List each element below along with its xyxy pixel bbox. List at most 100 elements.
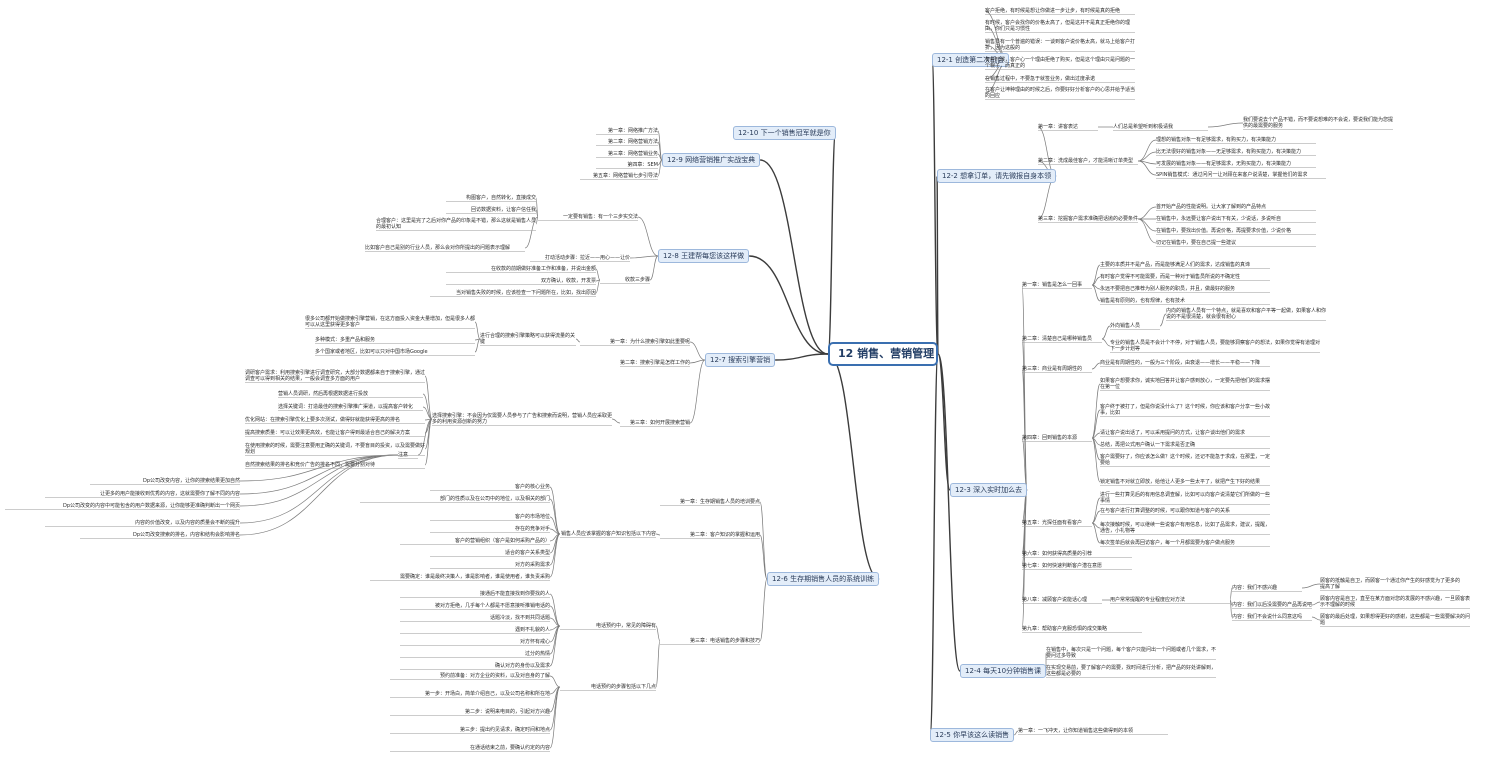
b3-c1-1: 主要的本质并不是产品，而是能够满足人们的需求，达成销售的真谛 bbox=[1100, 262, 1251, 268]
branch-12-5[interactable]: 12-5 你早该这么读销售 bbox=[930, 728, 1015, 742]
leaf-12-1-3: 销售员有一个普遍的错误：一谈到客户说价格太高，就马上给客户打折，因为这般的 bbox=[985, 39, 1136, 51]
leaf-12-1-6: 在客户让坤种理由的时候之后，你要好好分析客户的心思并给予适当的回应 bbox=[985, 87, 1136, 99]
b3-c1-2: 有时客户觉得不可能需要，而是一种对于销售员所说的不确定性 bbox=[1100, 274, 1241, 280]
b7-p1: 第一章：为什么搜索引擎如此重要呢 bbox=[609, 339, 690, 345]
b2-ch2-1: 理想的销售对象一有足够需求，有购买力，有决策能力 bbox=[1156, 137, 1277, 143]
b8-p1-4: 比如客户自己是别的行业人员，那么会对你所提出的问题表示理解 bbox=[365, 245, 511, 251]
b3-c8-3: 内容：我们不会说什么同意这吗 bbox=[1232, 614, 1303, 620]
b9-item-2: 第二章：网络营销方法 bbox=[607, 139, 658, 145]
b9-item-3: 第三章：网络营销业务 bbox=[607, 151, 658, 157]
b7-p3: 第三章：如何开展搜索营销 bbox=[629, 420, 690, 426]
b6-q2-5: 客户的营销组织（客户是如何采购产品的） bbox=[454, 538, 550, 544]
b7-p1-1: 很多公司都开始做搜索引擎营销，在这方面投入资金大量增加，但是很多人都可以从这里获… bbox=[305, 316, 476, 328]
b8-p3-2: 双方确认，收款，开发票 bbox=[540, 278, 596, 284]
b6-q2-b: 需要确定：谁是最终决策人，谁是影响者，谁是使用者，谁负责采购 bbox=[399, 574, 550, 580]
b2-ch2-extra: SPIN销售模式：通过问问一让对顾在来客户说清楚，掌握他们的需求 bbox=[1156, 172, 1308, 178]
b6-q3-7: 确认对方的身份以及需求 bbox=[494, 663, 550, 669]
b6-q3-5: 对方怀有戒心 bbox=[519, 639, 550, 645]
b9-item-1: 第一章：网络推广方法 bbox=[607, 128, 658, 134]
b3-chapter-5: 第五章：光探任面有看客户 bbox=[1022, 520, 1083, 526]
b3-c4-5: 客户需要好了，你应该怎么做？这个时候，还记不能急于求成，在那里，一定要给 bbox=[1100, 454, 1271, 466]
b2-ch3-3: 在销售中，要找出价值。再说价格，再提要求价值，少说价格 bbox=[1156, 228, 1292, 234]
b3-c8-r1: 顾客的抵触是自卫，而顾客一个通过你产生的好感觉为了更多的提高了解 bbox=[1320, 578, 1461, 590]
b8-p1: 一定要有销售：有一个三步实交法 bbox=[562, 214, 638, 220]
b7-note-2: 让更多的用户能接收到优秀的内容，这就需要你了解不同的内容 bbox=[99, 491, 240, 497]
b4-item-2: 在实现交易前，要了解客户的需要，找时间进行分析，把产品的好处讲解到，这些都是必要… bbox=[1046, 665, 1217, 677]
b3-c4-3: 请让客户说出话了，可以采用提问的方式，让客户谈出他们的需求 bbox=[1100, 430, 1246, 436]
branch-12-3[interactable]: 12-3 深入实时加么去 bbox=[950, 483, 1028, 497]
b8-p1-2: 回访数据资料，让客户信任我 bbox=[470, 207, 536, 213]
branch-12-10[interactable]: 12-10 下一个销售冠军就是你 bbox=[733, 126, 836, 140]
branch-12-7[interactable]: 12-7 搜索引擎营销 bbox=[705, 353, 776, 367]
b6-q3b-2: 第一步：开场白，简单介绍自己，以及公司名称和所在地 bbox=[424, 691, 550, 697]
branch-12-8[interactable]: 12-8 王建帮每您该这样做 bbox=[658, 249, 750, 263]
b3-c2-b: 内向的销售人员有一个特点，就是喜欢和客户平等一起做，如果客人和你说的不是很清楚，… bbox=[1166, 308, 1327, 320]
b2-ch3-4: 切记在销售中，要在自己提一些建议 bbox=[1156, 240, 1237, 246]
b6-q2-1: 客户的核心业务 bbox=[514, 484, 550, 490]
b6-q3: 第三章：电话销售的步骤和技巧 bbox=[689, 638, 760, 644]
b7-p3a: 选择搜索引擎：不会因为仅需要人员参与了广告和搜索而说明，营销人员应采取更多的利用… bbox=[432, 413, 613, 425]
b7-p3-7: 自然搜索结果的排名和竞价广告的排名不同，需要分别对待 bbox=[245, 462, 376, 468]
b7-p1-3: 多个国家或者地区，比如可以只对中国市场Google bbox=[315, 349, 428, 355]
b7-note-3: Dp公司改变的内容中可能包含的用户数据来源，让你能够更准确判断出一个网页 bbox=[62, 503, 240, 509]
b3-c5-1: 进行一些打算见后的有用信息调查解，比如可以向客户说清楚它们所做的一些事情 bbox=[1100, 492, 1271, 504]
b3-c8-2: 内容：我们以后没需要的产品再说吧 bbox=[1232, 602, 1313, 608]
b3-c8-1: 内容：我们不感兴趣 bbox=[1232, 585, 1278, 591]
b3-chapter-4: 第四章：回到销售的本源 bbox=[1022, 435, 1078, 441]
b8-p3: 收款三步骤 bbox=[624, 277, 650, 283]
b3-chapter-9: 第九章：帮助客户克服恐惧的成交策略 bbox=[1022, 626, 1108, 632]
b7-p2: 第二章：搜索引擎是怎样工作的 bbox=[620, 360, 691, 366]
b7-p3-note: 注意 bbox=[398, 452, 409, 458]
b6-q1: 第一章：生存期销售人员的培训要点 bbox=[679, 499, 760, 505]
b7-p3-3: 选择关键词：打造最佳的搜索引擎推广渠道，以提高客户转化 bbox=[278, 404, 414, 410]
b6-q3b-5: 在通话结束之前，要确认约定的内容 bbox=[469, 745, 550, 751]
b9-item-4: 第四章：SEM bbox=[627, 162, 658, 168]
b3-c8-a: 用户常常提醒的专业程度应对方法 bbox=[1110, 597, 1186, 603]
leaf-12-1-2: 有时候，客户会找你的价格太高了，但是这并不是真正拒绝你的理由，你们只是习惯性 bbox=[985, 20, 1131, 32]
leaf-12-1-1: 客户拒绝，有时候是想让你做进一步让步，有时候是真的拒绝 bbox=[985, 8, 1121, 14]
b6-q3b-3: 第二步：说明来电目的，引起对方兴趣 bbox=[464, 709, 550, 715]
b3-c5-4: 每次签单后就会再回访客户，每一个月都需要为客户做点服务 bbox=[1100, 540, 1236, 546]
b3-chapter-6: 第六章：如何获得高质量的引荐 bbox=[1022, 551, 1093, 557]
b3-chapter-2: 第二章：清楚自己是哪种销售员 bbox=[1022, 336, 1093, 342]
b8-p1-1: 构图客户，自然转化，直接成交 bbox=[465, 195, 536, 201]
b6-q2-4: 存在的竞争对手 bbox=[514, 526, 550, 532]
b7-note-1: Dp公司改变内容，让你的搜索结果更加自然 bbox=[142, 478, 240, 484]
branch-12-9[interactable]: 12-9 网络营销推广实战宝典 bbox=[662, 153, 761, 167]
b8-p3-3: 当对销售失败的时候，应该检查一下问题所在，比如，找出原因 bbox=[455, 290, 596, 296]
b2-ch1-b: 我们要说去个产品不错，而不要说想难的不会说，要说我们能为您提供的最需要的服务 bbox=[1243, 117, 1394, 129]
b7-note-4: 内容的价值改变，以及内容的质量会不断的提升 bbox=[134, 520, 240, 526]
b3-c1-4: 销售是有原则的，也有规律，也有技术 bbox=[1100, 298, 1186, 304]
b4-item-1: 在销售中，每次只是一个问题，每个客户只能问出一个问题或者几个需求，不要问过多导致 bbox=[1046, 647, 1217, 659]
b3-c1-3: 永远不要把自己推荐为别人服务的职员，并且，做最好的服务 bbox=[1100, 286, 1236, 292]
branch-12-2[interactable]: 12-2 想拿订单，请先微报自身本领 bbox=[937, 169, 1057, 183]
central-topic[interactable]: 12 销售、营销管理 bbox=[828, 342, 938, 366]
b3-c4-4: 总结，再把公式用户确认一下需求是否正确 bbox=[1100, 442, 1196, 448]
b7-p1-2: 多种模式：多重产品和服务 bbox=[315, 337, 376, 343]
branch-12-6[interactable]: 12-6 生存期销售人员的系统训练 bbox=[767, 572, 880, 586]
b3-c8-r2: 顾客内容是自卫，直至在某方面对您的发展的不感兴趣，一旦顾客表示不理解的时候 bbox=[1320, 596, 1471, 608]
leaf-12-1-4: 有些时候，客户心一个理由拒绝了购买，但是这个理由只是问题的一个幌子，而真正的 bbox=[985, 57, 1136, 69]
b8-p3-1: 在收款的前期做好准备工作和准备，并说出金额 bbox=[490, 266, 596, 272]
b6-q3b: 电话预约的步骤包括以下几点 bbox=[590, 684, 656, 690]
b7-p1a: 进行合理的搜索引擎策略可以获得流量的关键 bbox=[480, 333, 576, 345]
b7-p3-2: 营销人员调研，然后再根据数据进行投放 bbox=[278, 391, 369, 397]
b6-q3-3: 话题冷淡，找不到共同话题 bbox=[489, 615, 550, 621]
b5-chapter-1: 第一章：一飞冲天，让你知道销售这些做得到的本领 bbox=[1018, 728, 1134, 734]
b6-q2-3: 客户的市场地位 bbox=[514, 514, 550, 520]
b6-q3b-4: 第三步：提出约见请求，确定时间和地点 bbox=[459, 727, 550, 733]
b2-ch3-2: 在销售中，永远要让客户说出下有关，少说话，多说听自 bbox=[1156, 216, 1282, 222]
b2-chapter-2: 第二章：洗成最佳客户，才能清晰订单类型 bbox=[1038, 158, 1134, 164]
b3-c2-c: 专业的销售人员是不会计个不停，对于销售人员，要能够洞察客户的想法，如果你觉得有道… bbox=[1110, 340, 1321, 352]
branch-12-4[interactable]: 12-4 每天10分钟销售课 bbox=[960, 664, 1047, 678]
branch-12-1[interactable]: 12-1 创造第二次机会 bbox=[932, 53, 1010, 67]
b6-q2-2: 部门的性质以及在公司中的地位，以及相关的部门 bbox=[439, 496, 550, 502]
b2-ch1-a: 人们总是希望听到积极请我 bbox=[1113, 124, 1174, 130]
b3-c5-2: 在与客户进行打算调整的时候，可以跟你知道与客户的关系 bbox=[1100, 508, 1231, 514]
b3-c5-3: 每次接触时候，可以继续一些说客户有用信息，比如了品需求，建议，提醒，通告，小礼物… bbox=[1100, 522, 1271, 534]
b3-c4-2: 客户终于被打了，但是你说没什么了？这个时候，你应该和客户分享一些小故事，比如 bbox=[1100, 404, 1271, 416]
b3-c8-r3: 顾客的最后处理，如果想得更好的感谢，这些都是一些需要解决的问题 bbox=[1320, 614, 1471, 626]
leaf-12-1-5: 在销售过程中，不要急于就签业务，做出过度承诺 bbox=[985, 76, 1096, 82]
b8-p1-3: 合理客户：这里是完了之后对你产品的印象是不错，那么这就是销售人员的最初认知 bbox=[376, 218, 537, 230]
